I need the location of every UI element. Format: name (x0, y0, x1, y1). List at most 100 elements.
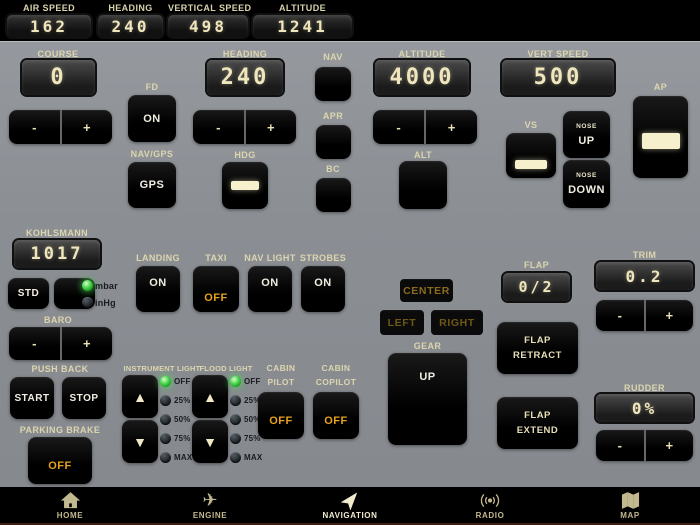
vs-label: VS (524, 120, 538, 130)
down-triangle-icon: ▼ (133, 433, 147, 450)
strobes-light-button[interactable]: ON (301, 266, 345, 312)
gear-state: UP (419, 371, 436, 383)
hdg-active-bar (231, 181, 259, 190)
taxi-light-state: OFF (204, 292, 228, 304)
nav-tab-engine[interactable]: ✈ ENGINE (140, 487, 280, 525)
landing-light-button[interactable]: ON (136, 266, 180, 312)
course-minus-button[interactable]: - (9, 110, 60, 144)
nose-down-button[interactable]: NOSE DOWN (563, 160, 610, 208)
inhg-led-label: inHg (95, 298, 116, 308)
apr-button[interactable] (316, 125, 351, 159)
vs-active-bar (515, 160, 547, 169)
baro-stepper: - + (9, 327, 112, 360)
cabin-copilot-label-line1: CABIN (321, 363, 351, 373)
trim-display: 0.2 (596, 262, 693, 290)
fd-label: FD (145, 82, 159, 92)
cabin-pilot-button[interactable]: OFF (258, 392, 304, 439)
heading-gauge-display: 240 (98, 15, 163, 37)
push-back-stop-label: STOP (69, 392, 99, 404)
std-button[interactable]: STD (8, 278, 49, 309)
flood-led-25 (230, 395, 241, 406)
nav-tab-map-label: MAP (620, 511, 640, 520)
course-plus-button[interactable]: + (59, 110, 112, 144)
course-stepper: - + (9, 110, 112, 144)
instrument-led-max-label: MAX (174, 453, 193, 462)
nav-light-label: NAV LIGHT (244, 253, 296, 263)
gear-center-annunciator: CENTER (400, 279, 453, 302)
heading-minus-button[interactable]: - (193, 110, 244, 144)
bc-button[interactable] (316, 178, 351, 212)
nav-gps-label: NAV/GPS (130, 149, 174, 159)
heading-plus-button[interactable]: + (243, 110, 296, 144)
nav-tab-navigation[interactable]: NAVIGATION (280, 487, 420, 525)
nav-tab-radio[interactable]: RADIO (420, 487, 560, 525)
altitude-gauge-label: ALTITUDE (278, 3, 327, 13)
instrument-light-label: INSTRUMENT LIGHT (123, 364, 201, 373)
instrument-light-up-button[interactable]: ▲ (122, 375, 158, 418)
fd-on-button[interactable]: ON (128, 95, 176, 142)
flap-extend-line1: FLAP (524, 410, 551, 421)
taxi-light-button[interactable]: OFF (193, 266, 239, 312)
push-back-stop-button[interactable]: STOP (62, 377, 106, 419)
map-icon (621, 490, 640, 511)
trim-minus-button[interactable]: - (596, 300, 644, 331)
taxi-light-label: TAXI (205, 253, 227, 263)
trim-label: TRIM (632, 250, 657, 260)
flap-extend-button[interactable]: FLAP EXTEND (497, 397, 578, 449)
engine-icon: ✈ (202, 490, 218, 511)
home-indicator-strip (0, 523, 700, 525)
hdg-button[interactable] (222, 162, 268, 209)
apr-label: APR (322, 111, 344, 121)
instrument-light-down-button[interactable]: ▼ (122, 420, 158, 463)
ap-button[interactable] (633, 96, 688, 178)
heading-gauge-label: HEADING (108, 3, 153, 13)
baro-plus-button[interactable]: + (59, 327, 112, 360)
baro-label: BARO (43, 315, 73, 325)
parking-brake-button[interactable]: OFF (28, 437, 92, 484)
vertical-speed-gauge-display: 498 (168, 15, 248, 37)
instrument-led-25 (160, 395, 171, 406)
nav-tab-map[interactable]: MAP (560, 487, 700, 525)
mbar-led-label: mbar (95, 281, 118, 291)
nose-down-word-nose: NOSE (576, 172, 597, 179)
rudder-label: RUDDER (624, 383, 665, 393)
flood-led-75 (230, 433, 241, 444)
push-back-start-button[interactable]: START (10, 377, 54, 419)
nose-up-word-nose: NOSE (576, 122, 597, 130)
flood-light-down-button[interactable]: ▼ (192, 420, 228, 463)
nav-tab-home[interactable]: HOME (0, 487, 140, 525)
gps-button[interactable]: GPS (128, 162, 176, 208)
instrument-led-50-label: 50% (174, 415, 191, 424)
cabin-pilot-label-line2: PILOT (267, 377, 295, 387)
instrument-led-off-label: OFF (174, 377, 191, 386)
altitude-plus-button[interactable]: + (424, 110, 477, 144)
landing-light-state: ON (149, 277, 167, 289)
altitude-select-label: ALTITUDE (398, 49, 446, 59)
kohlsmann-label: KOHLSMANN (25, 228, 89, 238)
inhg-led (82, 297, 93, 308)
flood-led-75-label: 75% (244, 434, 261, 443)
instrument-led-25-label: 25% (174, 396, 191, 405)
instrument-led-75 (160, 433, 171, 444)
parking-brake-state: OFF (48, 460, 72, 472)
nav-light-state: ON (261, 277, 279, 289)
flap-retract-button[interactable]: FLAP RETRACT (497, 322, 578, 374)
nav-button[interactable] (315, 67, 351, 101)
flood-light-up-button[interactable]: ▲ (192, 375, 228, 418)
airspeed-gauge-label: AIR SPEED (22, 3, 76, 13)
cabin-copilot-button[interactable]: OFF (313, 392, 359, 439)
altitude-minus-button[interactable]: - (373, 110, 424, 144)
gear-label: GEAR (413, 341, 442, 351)
flap-retract-line1: FLAP (524, 335, 551, 346)
alt-button[interactable] (399, 161, 447, 209)
nose-up-button[interactable]: NOSE UP (563, 111, 610, 158)
rudder-plus-button[interactable]: + (643, 430, 693, 461)
gear-button[interactable]: UP (388, 353, 467, 445)
vs-button[interactable] (506, 133, 556, 178)
trim-plus-button[interactable]: + (643, 300, 693, 331)
nav-light-button[interactable]: ON (248, 266, 292, 312)
flap-retract-line2: RETRACT (513, 350, 562, 361)
rudder-minus-button[interactable]: - (596, 430, 644, 461)
baro-minus-button[interactable]: - (9, 327, 60, 360)
